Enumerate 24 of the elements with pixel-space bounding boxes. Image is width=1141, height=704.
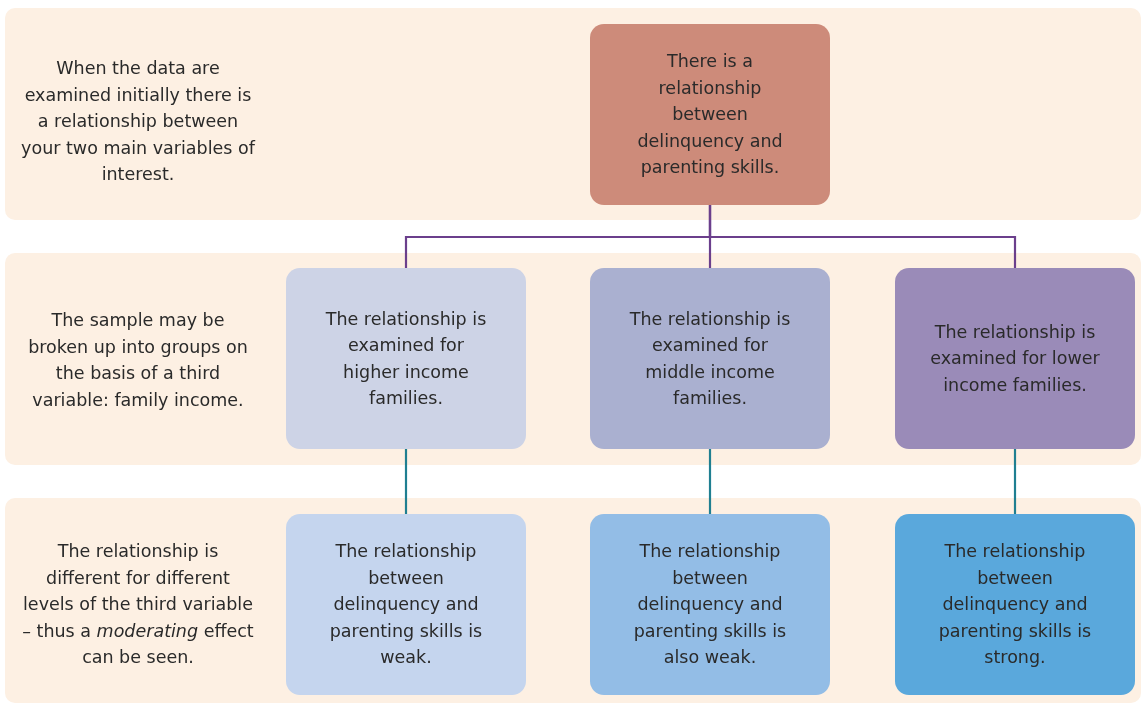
box-text: The relationship is examined for higher income families.: [324, 307, 488, 410]
box-text: The relationship between delinquency and parenting skills is weak.: [328, 540, 484, 670]
box-text: The relationship is examined for middle income families.: [628, 307, 792, 410]
row-band: [5, 8, 1141, 220]
connector-line: [1013, 449, 1017, 514]
connector-line: [404, 449, 408, 514]
description-text: When the data are examined initially there is a relationship between your two main variables of interest.: [20, 57, 257, 186]
process-box: [286, 514, 526, 695]
box-text: The relationship is examined for lower income families.: [929, 320, 1101, 397]
box-text: The relationship between delinquency and parenting skills is strong.: [937, 540, 1093, 670]
connector-line: [708, 449, 712, 514]
process-box: [895, 268, 1135, 449]
process-box: [286, 268, 526, 449]
description-text: The sample may be broken up into groups on the basis of a third variable: family income.: [27, 309, 249, 412]
process-box: [590, 268, 830, 449]
box-text: There is a relationship between delinquency and parenting skills.: [636, 50, 784, 180]
connector-line: [708, 205, 1017, 268]
row-band: [5, 498, 1141, 703]
box-text: The relationship between delinquency and parenting skills is also weak.: [632, 540, 788, 670]
process-box: [895, 514, 1135, 695]
process-box: [590, 24, 830, 205]
process-box: [590, 514, 830, 695]
row-band: [5, 253, 1141, 465]
description-text: The relationship is different for different levels of the third variable – thus a moderating effect can be seen.: [21, 540, 255, 669]
